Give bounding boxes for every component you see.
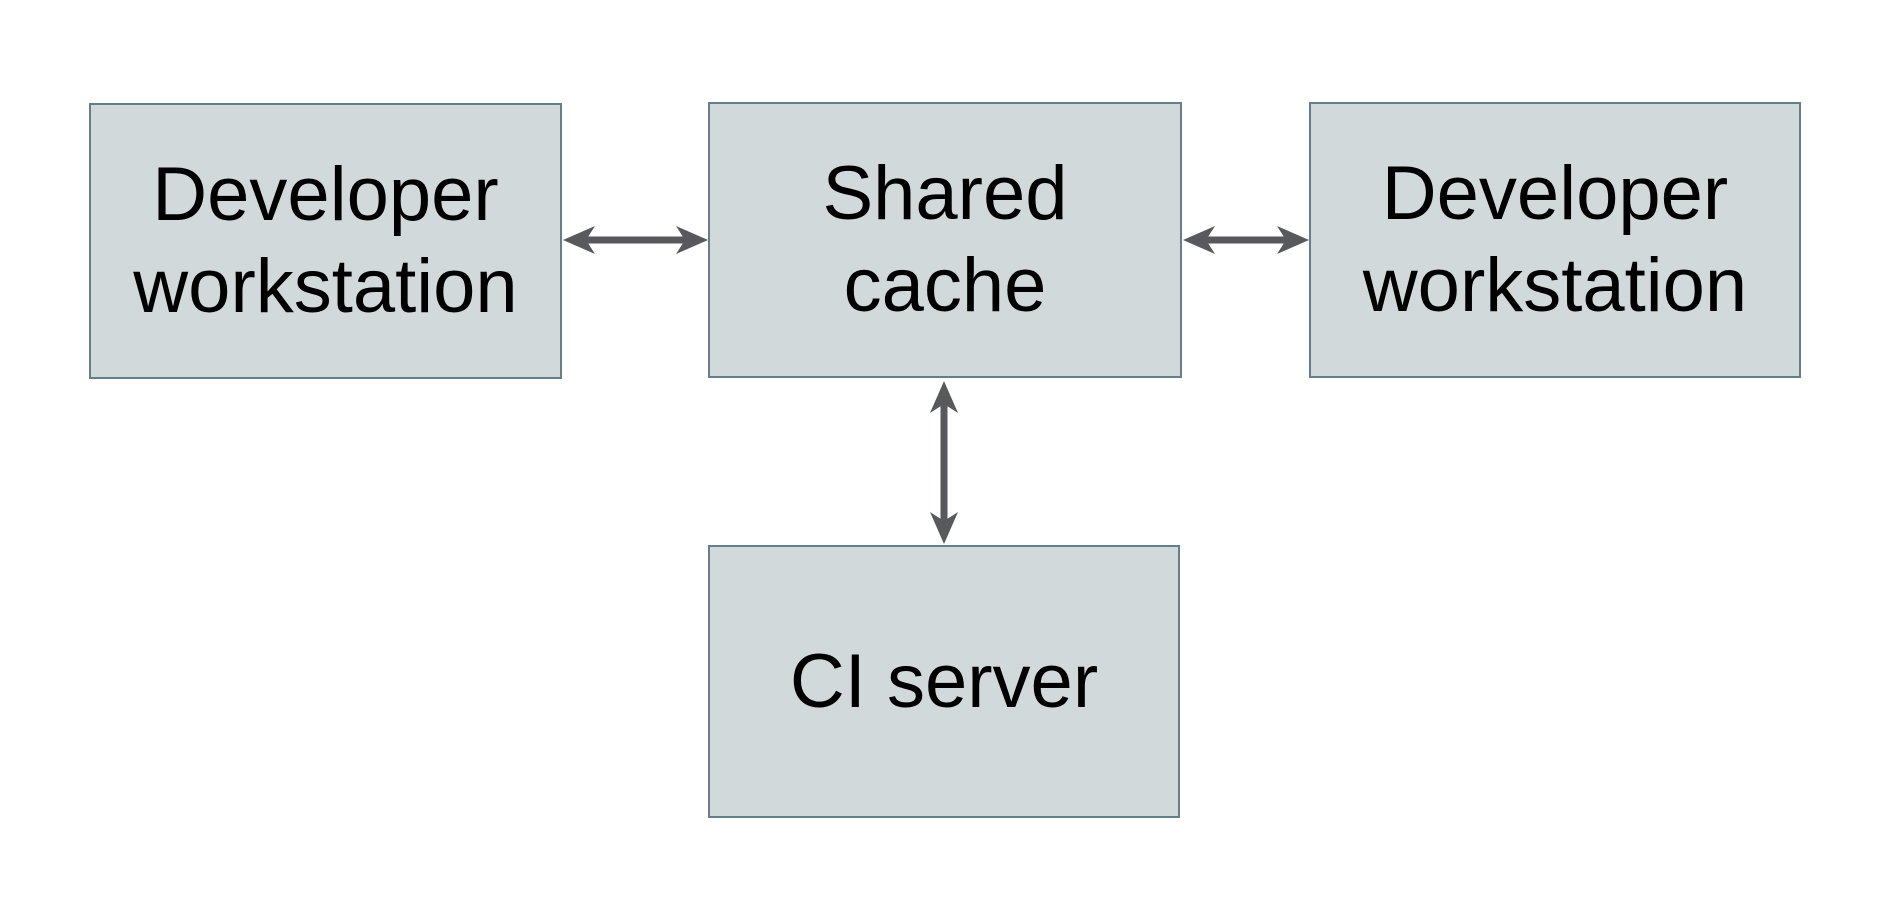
arrow-devleft-cache-bidirectional [563,226,708,254]
node-developer-workstation-right-label: Developer workstation [1362,151,1748,328]
node-developer-workstation-left: Developer workstation [89,103,562,379]
node-developer-workstation-right: Developer workstation [1309,102,1801,378]
node-shared-cache: Shared cache [708,102,1182,378]
arrow-cache-ci-bidirectional [930,381,958,544]
node-ci-server-label: CI server [789,638,1099,724]
arrow-cache-devright-bidirectional [1183,226,1309,254]
node-developer-workstation-left-label: Developer workstation [133,152,518,329]
node-ci-server: CI server [708,545,1180,818]
node-shared-cache-label: Shared cache [822,151,1068,328]
